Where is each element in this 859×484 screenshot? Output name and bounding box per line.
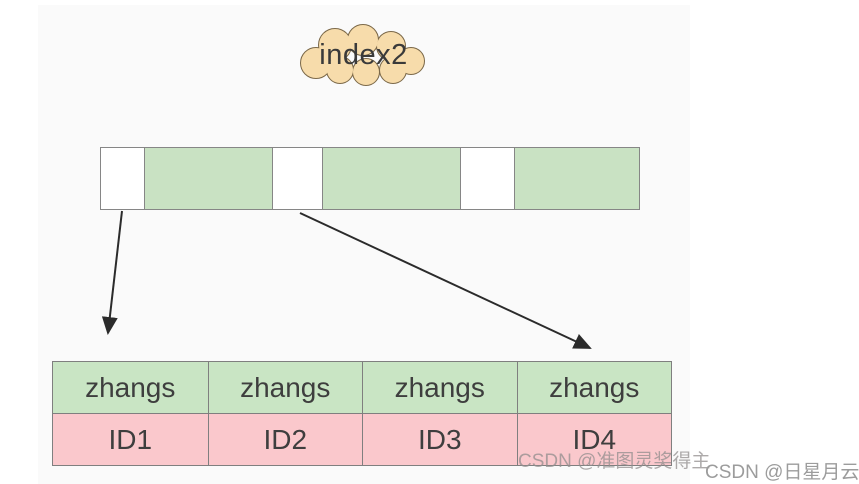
table-row-names: zhangs zhangs zhangs zhangs — [53, 362, 671, 413]
cloud-label: index2 — [319, 38, 408, 71]
bar-segment-free — [460, 147, 515, 210]
bar-segment-free — [100, 147, 145, 210]
id-cell: ID3 — [362, 413, 517, 465]
bar-segment-used — [322, 147, 461, 210]
index-cloud: index2 — [295, 23, 432, 87]
bar-segment-used — [514, 147, 640, 210]
id-cell: ID4 — [516, 413, 671, 465]
cloud-shape-icon — [300, 24, 425, 86]
name-cell: zhangs — [207, 362, 362, 413]
name-cell: zhangs — [516, 362, 671, 413]
bar-segment-free — [272, 147, 323, 210]
table-row-ids: ID1 ID2 ID3 ID4 — [53, 413, 671, 465]
watermark-outer: CSDN @日星月云 — [705, 462, 859, 483]
name-cell: zhangs — [362, 362, 517, 413]
index-bar — [100, 147, 640, 210]
bar-segment-used — [144, 147, 273, 210]
name-cell: zhangs — [53, 362, 208, 413]
id-cell: ID2 — [207, 413, 362, 465]
id-cell: ID1 — [53, 413, 208, 465]
record-table: zhangs zhangs zhangs zhangs ID1 ID2 ID3 … — [52, 361, 672, 466]
